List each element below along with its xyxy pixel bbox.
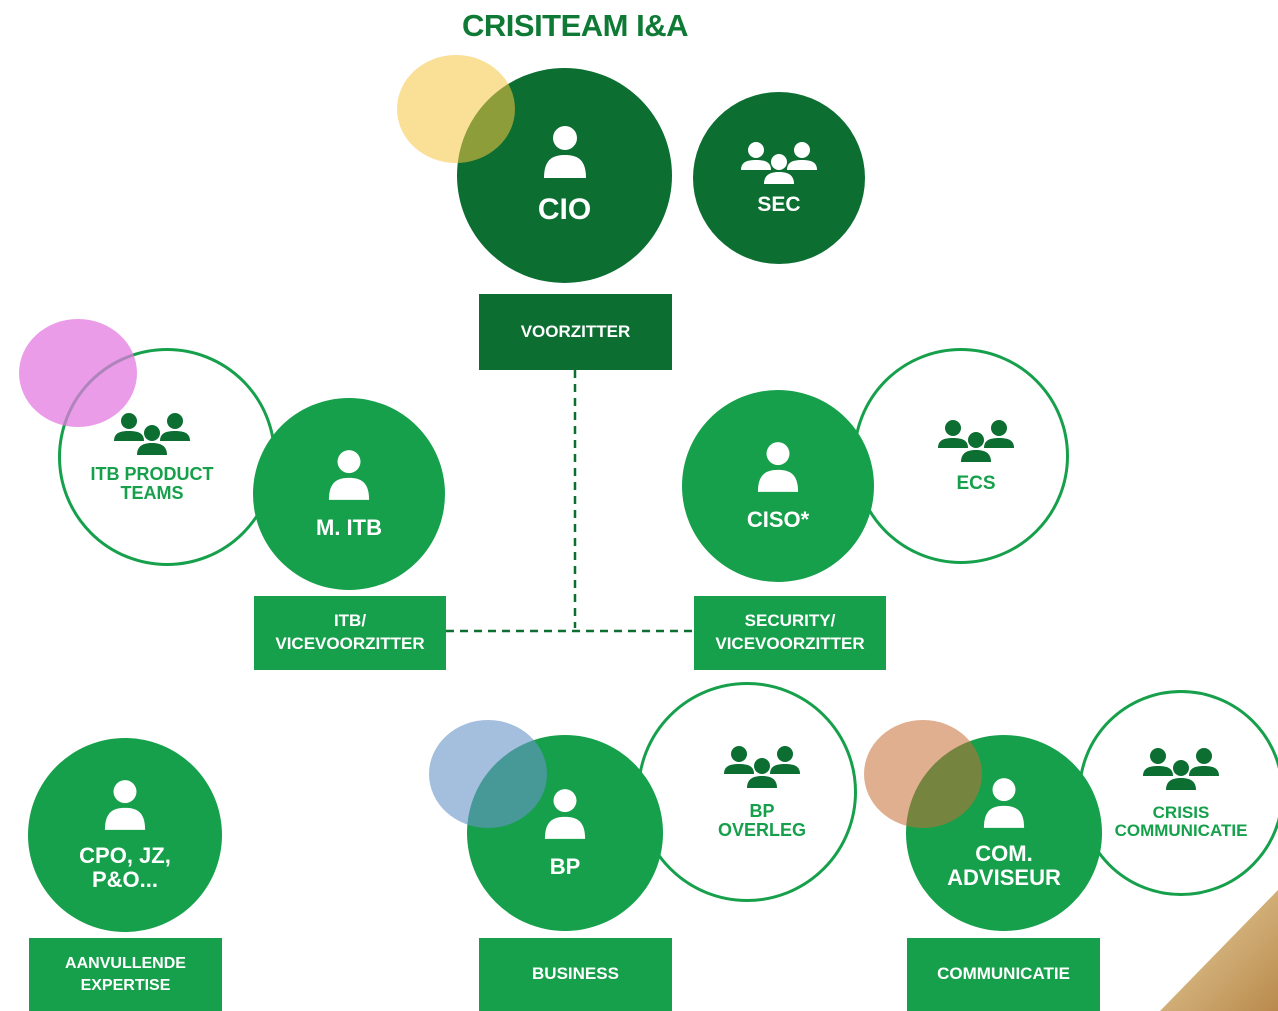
crisis-communicatie-label: CRISIS COMMUNICATIE <box>1114 802 1248 840</box>
bp-overleg-label: BP OVERLEG <box>717 800 806 840</box>
bp-label: BP <box>549 854 581 880</box>
ciso-label: CISO* <box>746 507 810 533</box>
com-adviseur-label: COM. ADVISEUR <box>947 841 1061 890</box>
diagram-title: CRISITEAM I&A <box>462 8 689 43</box>
ecs-label: ECS <box>956 472 996 494</box>
m-itb-label: M. ITB <box>316 515 382 541</box>
person-icon <box>543 126 586 179</box>
person-icon <box>104 780 146 831</box>
yellow-marker-dot <box>397 55 515 163</box>
bp-overleg-circle: BP OVERLEG <box>637 682 857 902</box>
itb-vicevoorzitter-box: ITB/ VICEVOORZITTER <box>254 596 446 670</box>
group-icon <box>723 745 800 788</box>
ciso-circle: CISO* <box>682 390 874 582</box>
blue-marker-dot <box>429 720 547 828</box>
communicatie-box: COMMUNICATIE <box>907 938 1100 1011</box>
cpo-circle: CPO, JZ, P&O... <box>28 738 222 932</box>
person-icon <box>544 789 586 839</box>
group-icon <box>938 419 1014 462</box>
cio-label: CIO <box>537 193 592 227</box>
person-icon <box>983 778 1025 829</box>
group-icon <box>741 141 817 184</box>
person-icon <box>757 442 799 492</box>
sec-circle: SEC <box>693 92 865 264</box>
group-icon <box>114 412 190 455</box>
sec-label: SEC <box>757 192 801 216</box>
pink-marker-dot <box>19 319 137 427</box>
cpo-label: CPO, JZ, P&O... <box>79 843 171 892</box>
voorzitter-box: VOORZITTER <box>479 294 672 370</box>
crisis-communicatie-circle: CRISIS COMMUNICATIE <box>1078 690 1278 896</box>
itb-product-teams-label: ITB PRODUCT TEAMS <box>90 463 214 503</box>
group-icon <box>1143 747 1219 790</box>
business-box: BUSINESS <box>479 938 672 1011</box>
person-icon <box>328 450 370 500</box>
security-vicevoorzitter-box: SECURITY/ VICEVOORZITTER <box>694 596 886 670</box>
m-itb-circle: M. ITB <box>253 398 445 590</box>
aanvullende-expertise-box: AANVULLENDE EXPERTISE <box>29 938 222 1011</box>
ecs-circle: ECS <box>853 348 1069 564</box>
corner-texture-decoration <box>1160 890 1278 1011</box>
orange-marker-dot <box>864 720 982 828</box>
